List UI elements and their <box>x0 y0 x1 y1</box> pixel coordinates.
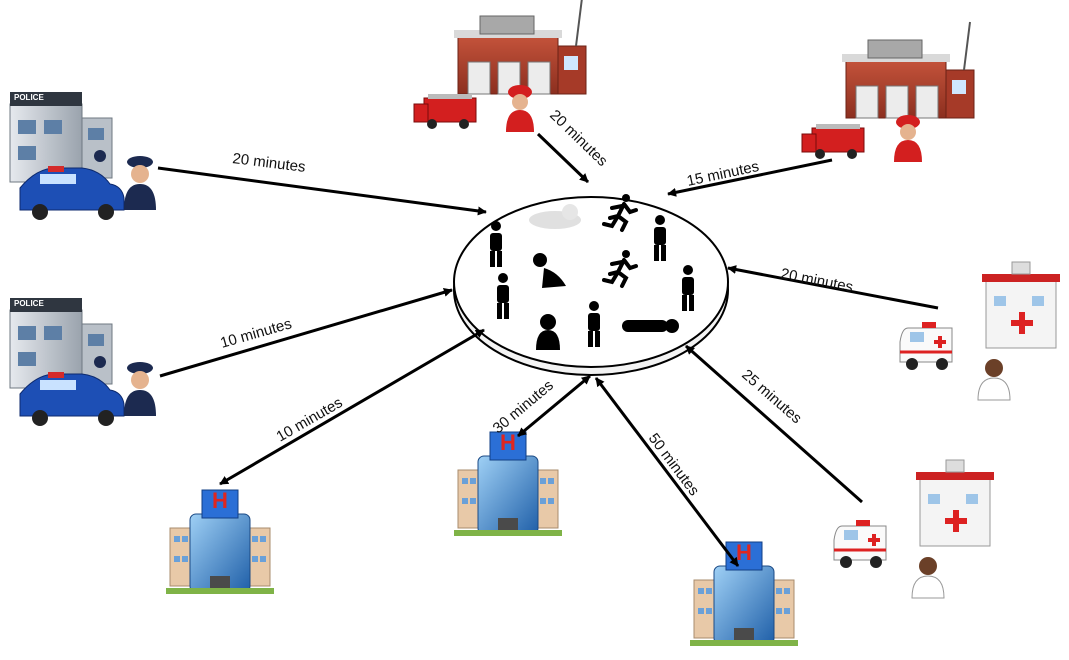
arrow-police-1 <box>157 166 487 216</box>
arrow-police-2 <box>159 287 453 378</box>
arrow-hospital-3 <box>594 377 740 567</box>
fire-station-2 <box>841 21 975 119</box>
label-fire-1: 20 minutes <box>546 107 611 170</box>
arrows <box>157 132 939 567</box>
arrow-ambulance-2 <box>685 344 863 504</box>
label-fire-2: 15 minutes <box>685 158 760 190</box>
svg-text:H: H <box>736 540 752 565</box>
fallen-person-icon <box>529 204 581 229</box>
svg-text:POLICE: POLICE <box>14 93 44 102</box>
police-station-1: POLICE <box>9 91 157 221</box>
label-hospital-2: 30 minutes <box>490 377 557 437</box>
hospital-2: H <box>453 430 563 537</box>
crying-person-icon <box>536 314 560 350</box>
arrow-ambulance-1 <box>727 265 939 310</box>
collapsed-person-icon <box>533 253 566 288</box>
arrow-fire-1 <box>536 132 590 184</box>
label-police-1: 20 minutes <box>232 150 307 176</box>
label-ambulance-2: 25 minutes <box>738 366 805 427</box>
svg-text:POLICE: POLICE <box>14 299 44 308</box>
arrow-hospital-1 <box>219 328 485 486</box>
svg-text:H: H <box>212 488 228 513</box>
ambulance-2 <box>832 458 996 600</box>
ambulance-1 <box>898 260 1062 402</box>
label-hospital-1: 10 minutes <box>274 394 346 445</box>
police-station-2: POLICE <box>9 297 157 427</box>
fire-station-1 <box>453 0 587 95</box>
arrow-hospital-2 <box>517 374 591 438</box>
hospital-1: H <box>165 488 275 595</box>
label-hospital-3: 50 minutes <box>645 430 703 499</box>
hospital-3: H <box>689 540 799 647</box>
incident-scene <box>453 192 729 376</box>
svg-text:H: H <box>500 430 516 455</box>
fire-crew-2 <box>801 114 923 163</box>
arrow-fire-2 <box>667 158 833 197</box>
lying-person-icon <box>622 319 679 333</box>
label-ambulance-1: 20 minutes <box>779 265 854 296</box>
